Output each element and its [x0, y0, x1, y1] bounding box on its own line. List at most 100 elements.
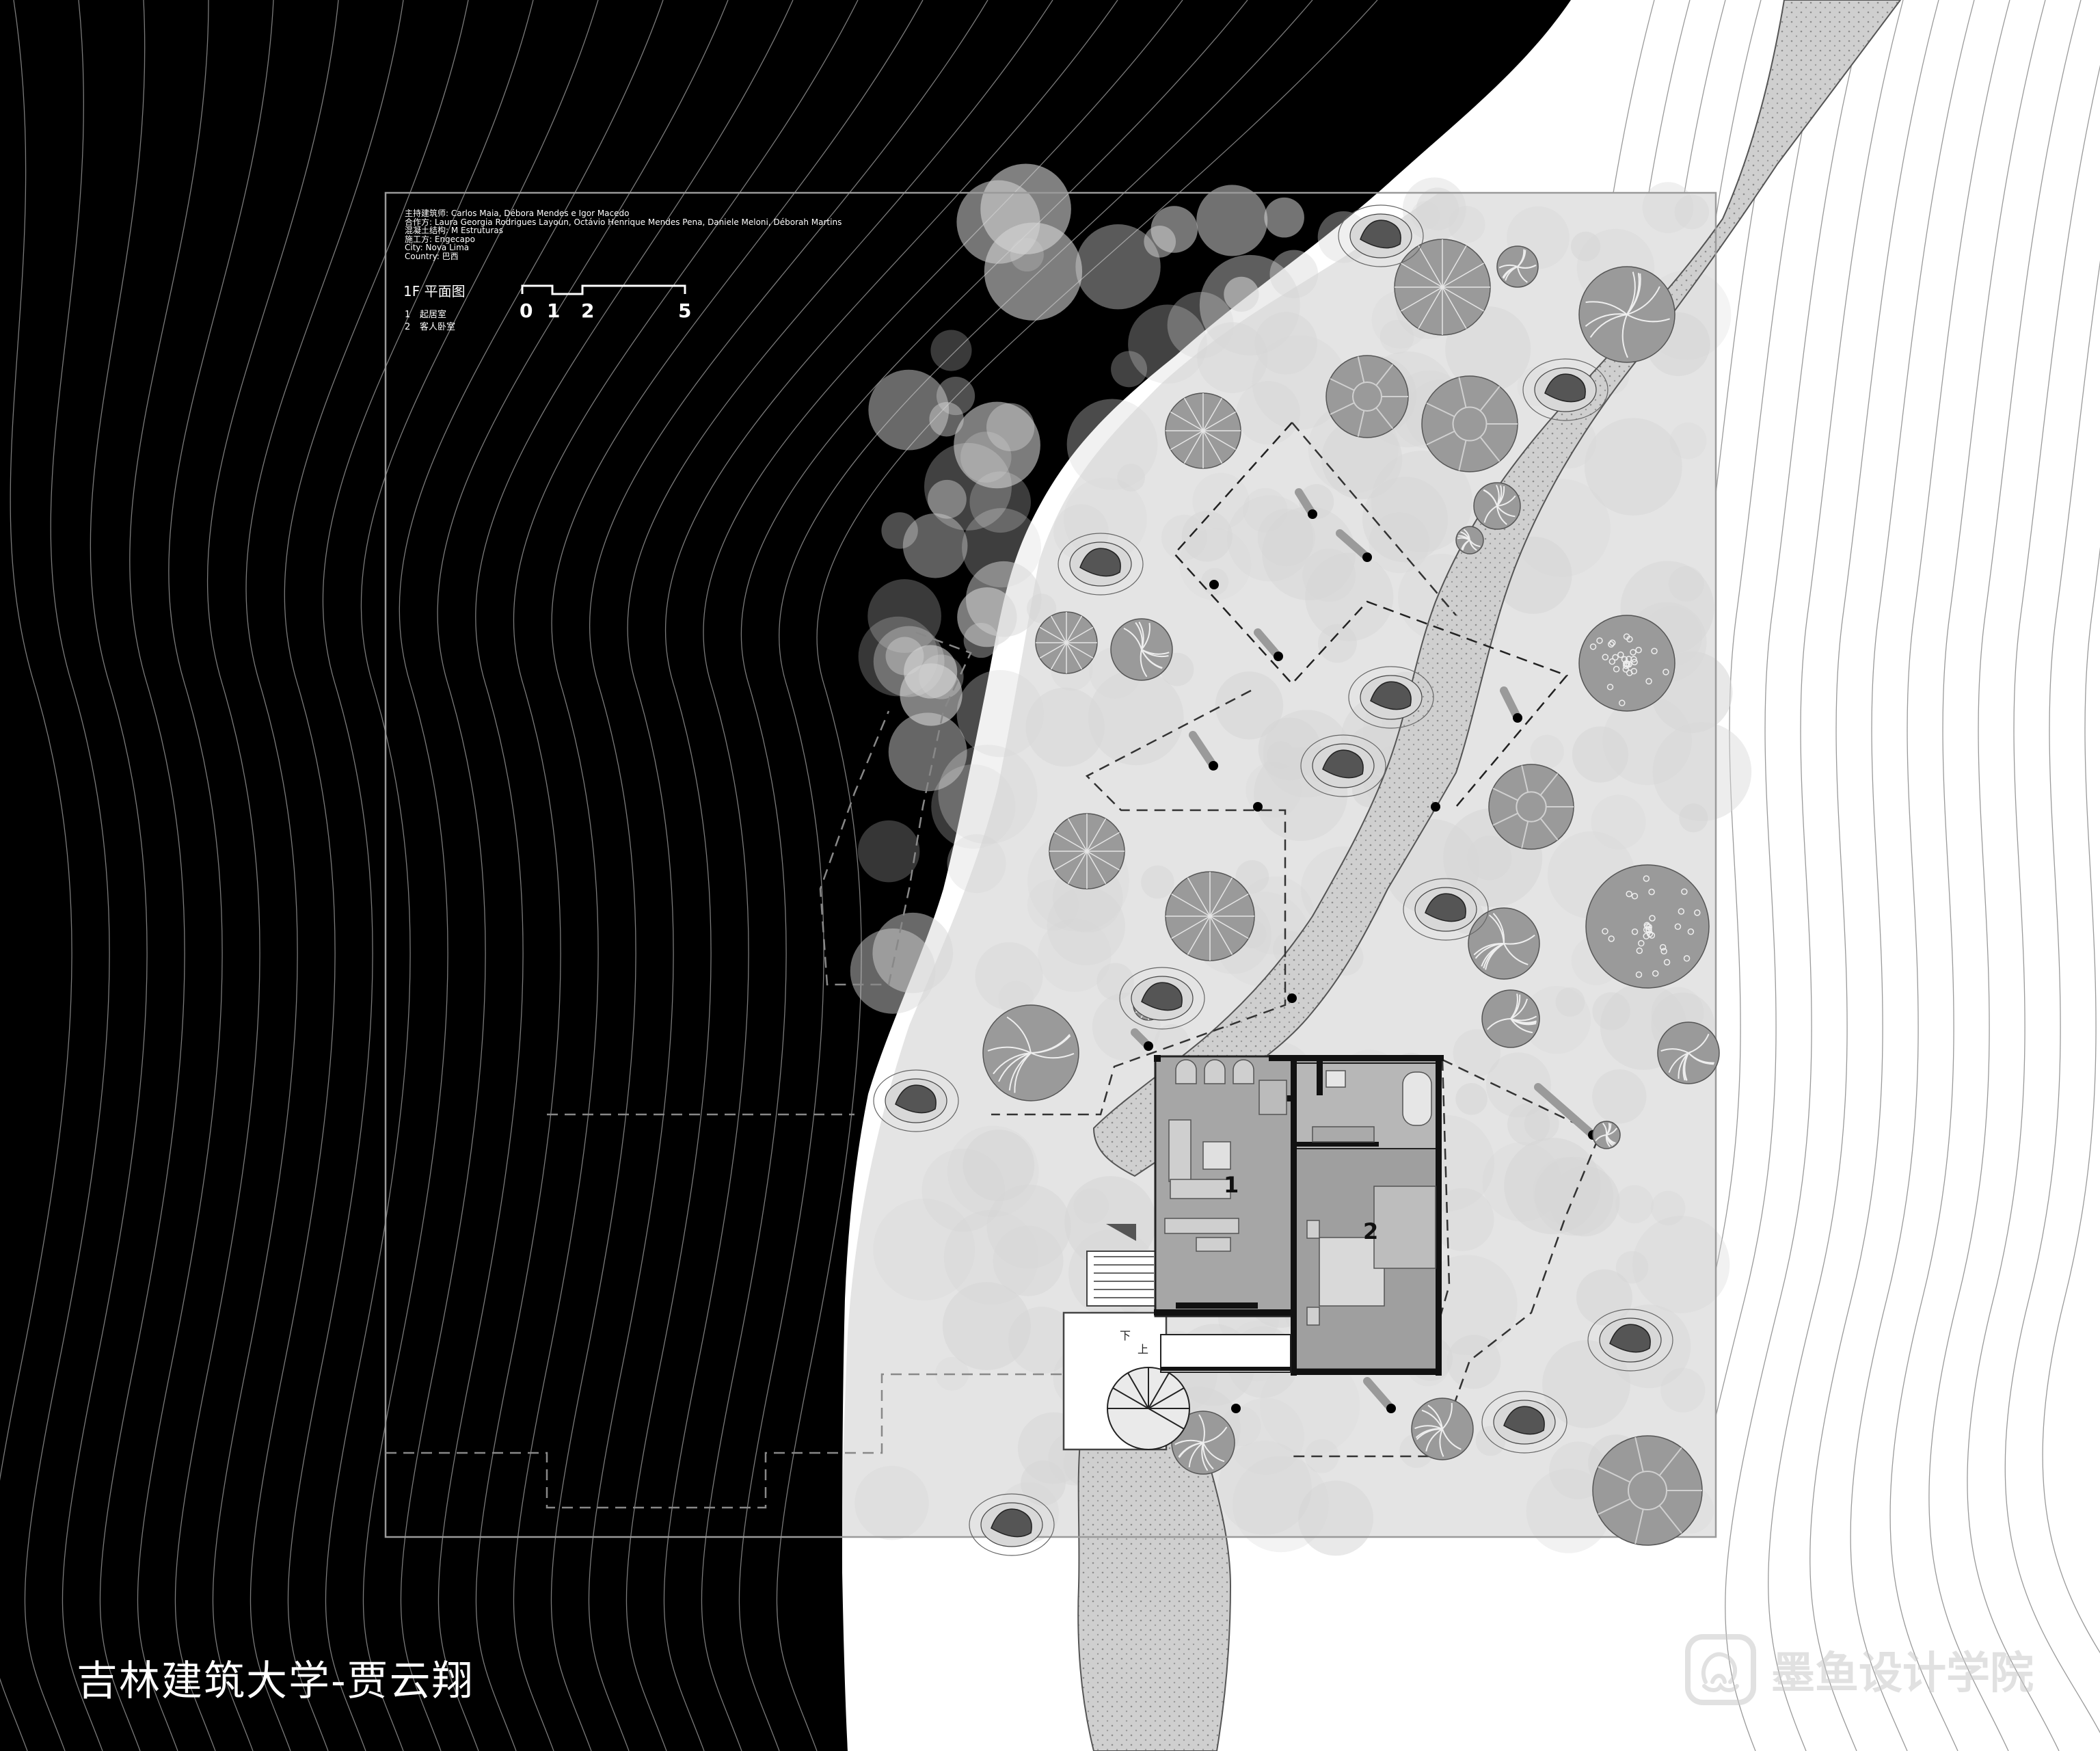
- contour-line: [212, 0, 404, 1751]
- foliage-blob: [1592, 992, 1630, 1030]
- tree-icon: [1468, 907, 1540, 980]
- stair-down-label: 下: [1120, 1329, 1131, 1342]
- contour-line: [1768, 0, 1939, 1751]
- room-label-bedroom: 2: [1363, 1218, 1379, 1244]
- foliage-blob: [1227, 1398, 1304, 1475]
- foliage-blob: [1652, 722, 1752, 821]
- foliage-blob: [1008, 1307, 1075, 1374]
- contour-line: [663, 0, 1183, 1751]
- foliage-blob: [1632, 1216, 1730, 1313]
- tree-icon: [1455, 526, 1484, 554]
- house-building: [1062, 1055, 1444, 1451]
- contour-line: [475, 0, 859, 1751]
- column: [1336, 529, 1372, 562]
- rock-icon: [1403, 878, 1489, 941]
- foliage-blob: [962, 1130, 1035, 1201]
- scale-tick-2: 2: [581, 299, 595, 322]
- white-slope-patch: [842, 1537, 1716, 1751]
- foliage-blob: [1236, 381, 1300, 445]
- foliage-blob: [1416, 187, 1459, 230]
- foliage-blob: [1591, 794, 1646, 850]
- dashed-outlines: [386, 422, 1601, 1509]
- structure-text: 混凝土结构: M Estruturas: [405, 226, 503, 235]
- foliage-blob: [1196, 185, 1268, 256]
- tree-icon: [1165, 392, 1241, 469]
- foliage-blob: [1570, 231, 1601, 262]
- contour-line: [2042, 547, 2100, 1654]
- foliage-blob: [1073, 1188, 1109, 1224]
- foliage-blob: [1369, 512, 1430, 574]
- scale-tick-1: 1: [547, 299, 561, 322]
- contour-line: [250, 0, 469, 1751]
- foliage-blob: [993, 1225, 1064, 1296]
- watermark: 墨鱼设计学院: [1685, 1634, 2034, 1705]
- column: [1295, 488, 1317, 519]
- contour-line: [701, 0, 1248, 1751]
- foliage-blob: [873, 1199, 975, 1301]
- contour-line: [62, 0, 148, 1751]
- foliage-blob: [1453, 1029, 1501, 1077]
- foliage-blob: [938, 745, 1038, 844]
- foliage-blob: [1150, 206, 1198, 253]
- foliage-blob: [954, 401, 1040, 489]
- contour-line: [738, 0, 1313, 1751]
- rock-icon: [1300, 734, 1386, 797]
- scale-tick-5: 5: [678, 299, 692, 322]
- rock-icon: [873, 1069, 959, 1132]
- foliage-blob: [1379, 320, 1414, 354]
- contour-line: [625, 0, 1118, 1751]
- tree-icon: [1481, 989, 1540, 1048]
- rock-icon: [1481, 1391, 1567, 1454]
- foliage-blob: [943, 1209, 1039, 1305]
- tree-icon: [1411, 1398, 1474, 1460]
- foliage-blob: [1668, 566, 1704, 602]
- tree-icon: [1578, 266, 1675, 363]
- tree-icon: [1394, 239, 1491, 336]
- foliage-blob: [1362, 477, 1449, 563]
- tree-icon: [1325, 355, 1409, 438]
- tree-icon: [982, 1004, 1079, 1101]
- foliage-blob: [1111, 351, 1148, 388]
- room-label-living: 1: [1224, 1172, 1239, 1198]
- foliage-blob: [873, 626, 945, 697]
- foliage-blob: [885, 637, 924, 676]
- contour-line: [1809, 0, 1975, 1751]
- foliage-blob: [1141, 865, 1174, 899]
- foliage-blob: [1522, 985, 1591, 1054]
- foliage-blob: [1064, 1176, 1157, 1268]
- column: [1189, 731, 1218, 771]
- foliage-blob: [1576, 1269, 1632, 1326]
- tree-icon: [1421, 375, 1518, 472]
- foliage-blob: [1572, 726, 1629, 783]
- foliage-blob: [1167, 291, 1234, 359]
- foliage-blob: [1584, 418, 1682, 516]
- foliage-blob: [1530, 734, 1564, 769]
- tree-icon: [1496, 245, 1539, 288]
- contour-line: [438, 0, 794, 1751]
- country-text: Country: 巴西: [405, 251, 459, 261]
- foliage-blob: [1236, 876, 1315, 955]
- contour-line: [2004, 260, 2100, 1734]
- foliage-blob: [868, 369, 950, 451]
- foliage-blob: [1088, 669, 1184, 766]
- foliage-blob: [1027, 879, 1079, 931]
- foliage-blob: [1642, 182, 1694, 233]
- column: [1209, 580, 1219, 589]
- contour-line: [1889, 0, 2046, 1751]
- foliage-blob: [956, 670, 1044, 758]
- foliage-blob: [1526, 1469, 1611, 1553]
- foliage-blob: [1179, 528, 1252, 600]
- foliage-blob: [1254, 312, 1317, 375]
- plan-title: 1F 平面图: [403, 283, 466, 299]
- contour-line: [1928, 0, 2082, 1751]
- column: [1287, 993, 1297, 1003]
- tree-icon: [1488, 764, 1574, 850]
- foliage-blob: [1224, 276, 1259, 312]
- foliage-blob: [929, 402, 964, 437]
- foliage-blob: [1417, 1255, 1518, 1355]
- city-text: City: Nova Lima: [405, 243, 470, 252]
- tree-icon: [1657, 1021, 1720, 1084]
